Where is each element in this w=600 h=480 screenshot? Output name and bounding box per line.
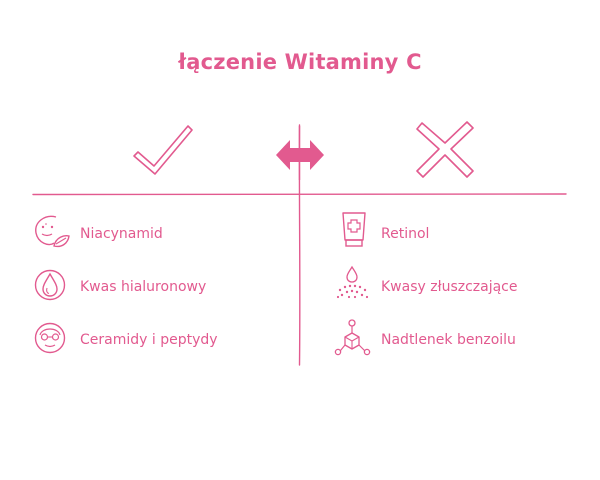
double-arrow-icon — [276, 126, 324, 180]
bad-item-label: Kwasy złuszczające — [381, 279, 518, 295]
face-mask-icon — [34, 322, 66, 354]
page-title: łączenie Witaminy C — [178, 50, 422, 74]
good-item-label: Niacynamid — [80, 226, 163, 242]
good-item-label: Kwas hialuronowy — [80, 279, 207, 295]
bad-item-label: Retinol — [381, 226, 430, 242]
cross-mark-icon — [416, 121, 474, 178]
bad-item-label: Nadtlenek benzoilu — [381, 332, 516, 348]
cream-tube-icon — [342, 212, 366, 247]
molecule-icon — [334, 319, 371, 356]
check-mark-icon — [133, 125, 193, 175]
water-drop-icon — [34, 269, 66, 301]
face-leaf-icon — [35, 215, 70, 248]
acid-drops-icon — [336, 265, 369, 299]
good-item-label: Ceramidy i peptydy — [80, 332, 218, 348]
